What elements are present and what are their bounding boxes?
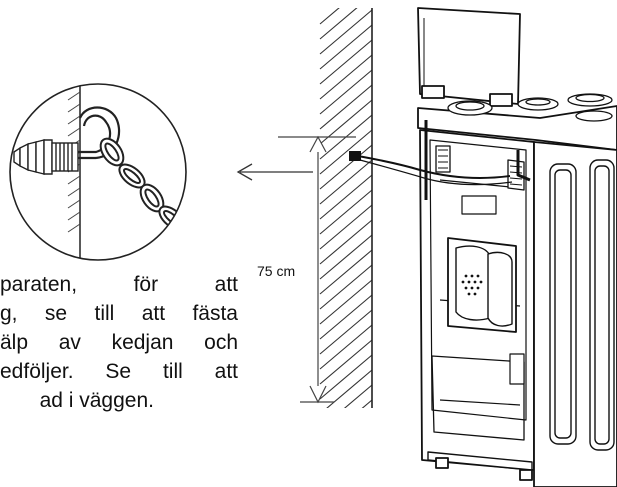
side-panel-embossing: [549, 159, 615, 451]
wall-hatch-line: [319, 309, 373, 355]
wall-hatch-line: [326, 369, 373, 408]
instruction-line-3: älp av kedjan och: [0, 331, 238, 354]
wall-hatch-line: [319, 144, 373, 190]
wall-hatch-line: [343, 384, 373, 408]
chain-icon: [99, 137, 186, 255]
vent-slots: [438, 149, 523, 186]
detail-pointer-arrow: [236, 163, 313, 181]
wall-hatch-line: [319, 204, 373, 250]
instruction-text: paraten, för att g, se till att fästa äl…: [0, 270, 238, 415]
wall-hatch-line: [319, 249, 373, 295]
wall-hatch-line: [319, 9, 373, 55]
stove-cooktop: [417, 105, 617, 151]
wall-hatch-line: [319, 54, 373, 100]
wall-hatch-line: [320, 415, 372, 459]
lid-hinge-right: [489, 93, 513, 107]
wall-hatch-line: [319, 189, 373, 235]
wall-hatch-line: [319, 354, 373, 400]
wall-hatch-line: [319, 219, 373, 265]
wall-hatch-line: [319, 294, 373, 340]
wall-hatch-line: [319, 8, 358, 40]
stove-foot-left: [435, 457, 449, 469]
fan-grille: [461, 274, 483, 296]
instruction-line-2: g, se till att fästa: [0, 302, 238, 325]
height-dimension: [278, 135, 356, 404]
wall-hatch-line: [319, 129, 373, 175]
magnifier-circle: [9, 83, 187, 261]
stove-foot-right: [519, 469, 533, 481]
stove-illustration: [417, 7, 617, 487]
wall-hatch-line: [319, 279, 373, 325]
instruction-line-5: ad i väggen.: [39, 389, 154, 412]
wall-hatch-line: [319, 324, 373, 370]
wall-hatch-line: [319, 84, 373, 130]
wall-hatch-line: [319, 69, 373, 115]
wall-hatch-line: [319, 234, 373, 280]
safety-chain: [349, 151, 513, 186]
wall-hatch-line: [319, 24, 373, 70]
burner-icons: [447, 93, 613, 122]
wall-hatch-line: [319, 39, 373, 85]
instruction-line-4: edföljer. Se till att: [0, 360, 238, 383]
height-dimension-label: 75 cm: [257, 263, 295, 279]
wall-hatch-line: [361, 399, 373, 408]
wall-hatch-line: [319, 264, 373, 310]
wall-hatch-line: [319, 339, 373, 385]
lid-hinge-left: [421, 85, 445, 99]
wall-hatch-line: [319, 8, 340, 25]
magnified-detail: [9, 83, 187, 261]
wall-hatch-line: [319, 174, 373, 220]
wall-hatch-line: [319, 159, 373, 205]
instruction-line-1: paraten, för att: [0, 273, 238, 296]
wall: [319, 8, 373, 459]
wall-plug-icon: [13, 139, 79, 175]
